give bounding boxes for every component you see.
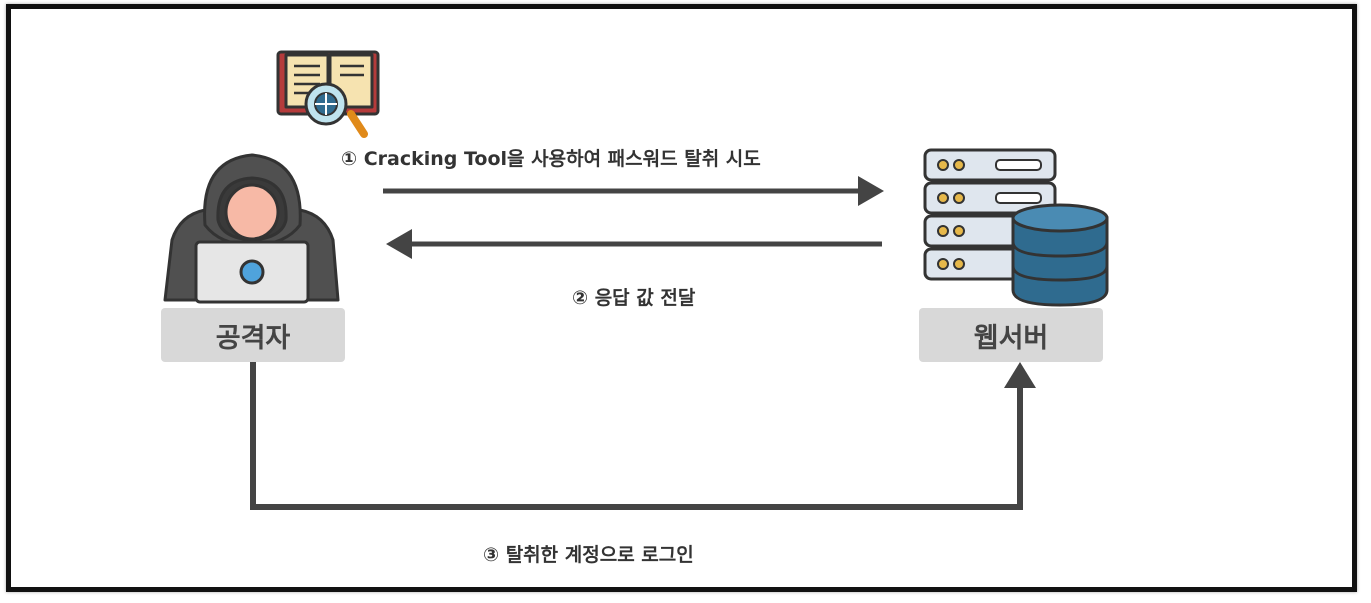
arrow-attempt [383, 176, 884, 206]
attacker-label: 공격자 [161, 308, 345, 362]
step-2-caption: ② 응답 값 전달 [572, 287, 696, 309]
book-globe-magnifier-icon [276, 50, 380, 138]
arrow-login [250, 362, 1036, 510]
arrow-response [386, 229, 882, 259]
hacker-laptop-icon [163, 153, 340, 304]
step-1-caption: ① Cracking Tool을 사용하여 패스워드 탈취 시도 [341, 148, 761, 170]
step-3-caption: ③ 탈취한 계정으로 로그인 [483, 544, 694, 566]
server-database-icon [923, 148, 1109, 307]
server-label: 웹서버 [919, 308, 1103, 362]
